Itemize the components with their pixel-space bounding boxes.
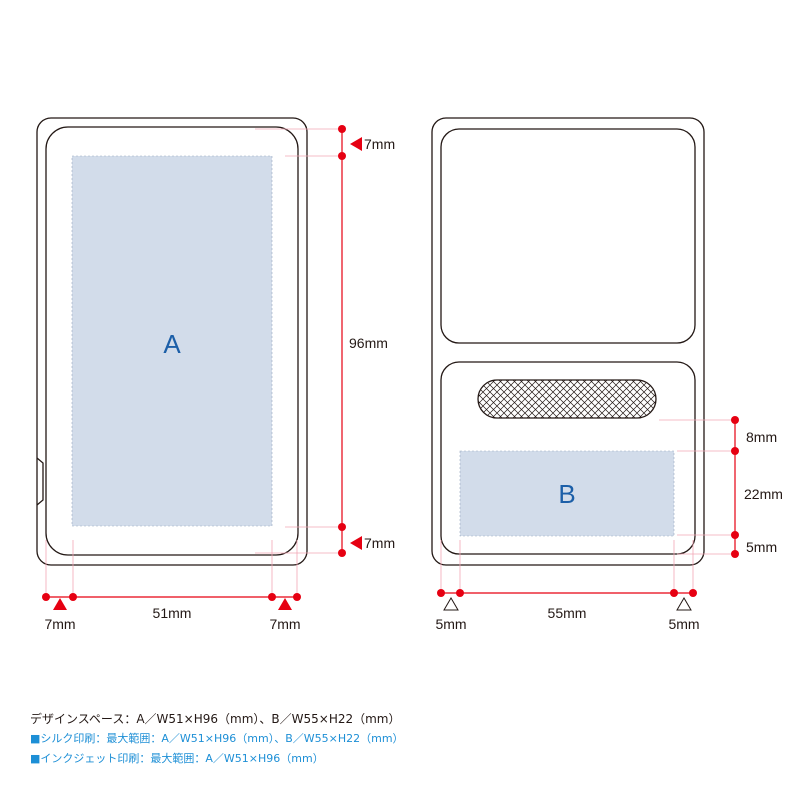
dim-right-width: 55mm — [548, 605, 587, 621]
dim-left-right-margin: 7mm — [269, 616, 300, 632]
arrow-left-icon — [350, 536, 362, 550]
dim-left-top-margin: 7mm — [364, 136, 395, 152]
dim-right-bottom-margin: 5mm — [746, 539, 777, 555]
print-area-a — [71, 155, 273, 527]
right-card-dimensions: 8mm 22mm 5mm 5mm 55mm 5mm — [435, 416, 783, 632]
left-card-side-notch — [36, 457, 44, 506]
note-inkjet-print: ■インクジェット印刷：最大範囲：A／W51×H96（mm） — [30, 752, 324, 765]
dim-right-left-margin: 5mm — [435, 616, 466, 632]
right-card-guides — [440, 419, 735, 593]
left-card-outer-outline — [36, 117, 308, 566]
zone-label-a: A — [163, 329, 181, 359]
right-card-lower-panel — [440, 361, 696, 555]
dim-right-gap: 8mm — [746, 429, 777, 445]
right-card: B — [431, 117, 705, 566]
dim-left-left-margin: 7mm — [44, 616, 75, 632]
print-area-b — [459, 450, 675, 537]
note-silk-print: ■シルク印刷：最大範囲：A／W51×H96（mm）、B／W55×H22（mm） — [30, 732, 404, 745]
right-card-upper-panel — [440, 128, 696, 344]
outline-triangle-icon — [676, 597, 692, 611]
left-card-inner-outline — [45, 126, 299, 556]
note-design-space: デザインスペース：A／W51×H96（mm）、B／W55×H22（mm） — [30, 712, 401, 726]
left-card-guides — [45, 128, 342, 597]
dim-right-height: 22mm — [744, 486, 783, 502]
zone-label-b: B — [558, 479, 575, 509]
outline-triangle-icon — [443, 597, 459, 611]
left-card-dimensions: 7mm 96mm 7mm 7mm 51mm 7mm — [42, 125, 395, 632]
dim-right-right-margin: 5mm — [668, 616, 699, 632]
arrow-left-icon — [350, 137, 362, 151]
dim-left-height: 96mm — [349, 335, 388, 351]
right-card-outer-outline — [431, 117, 705, 566]
arrow-up-icon — [278, 598, 292, 610]
left-card: A — [36, 117, 308, 566]
dim-left-bottom-margin: 7mm — [364, 535, 395, 551]
notes-section: デザインスペース：A／W51×H96（mm）、B／W55×H22（mm） ■シル… — [30, 709, 790, 769]
dim-left-width: 51mm — [153, 605, 192, 621]
arrow-up-icon — [53, 598, 67, 610]
grip-texture — [477, 379, 657, 419]
